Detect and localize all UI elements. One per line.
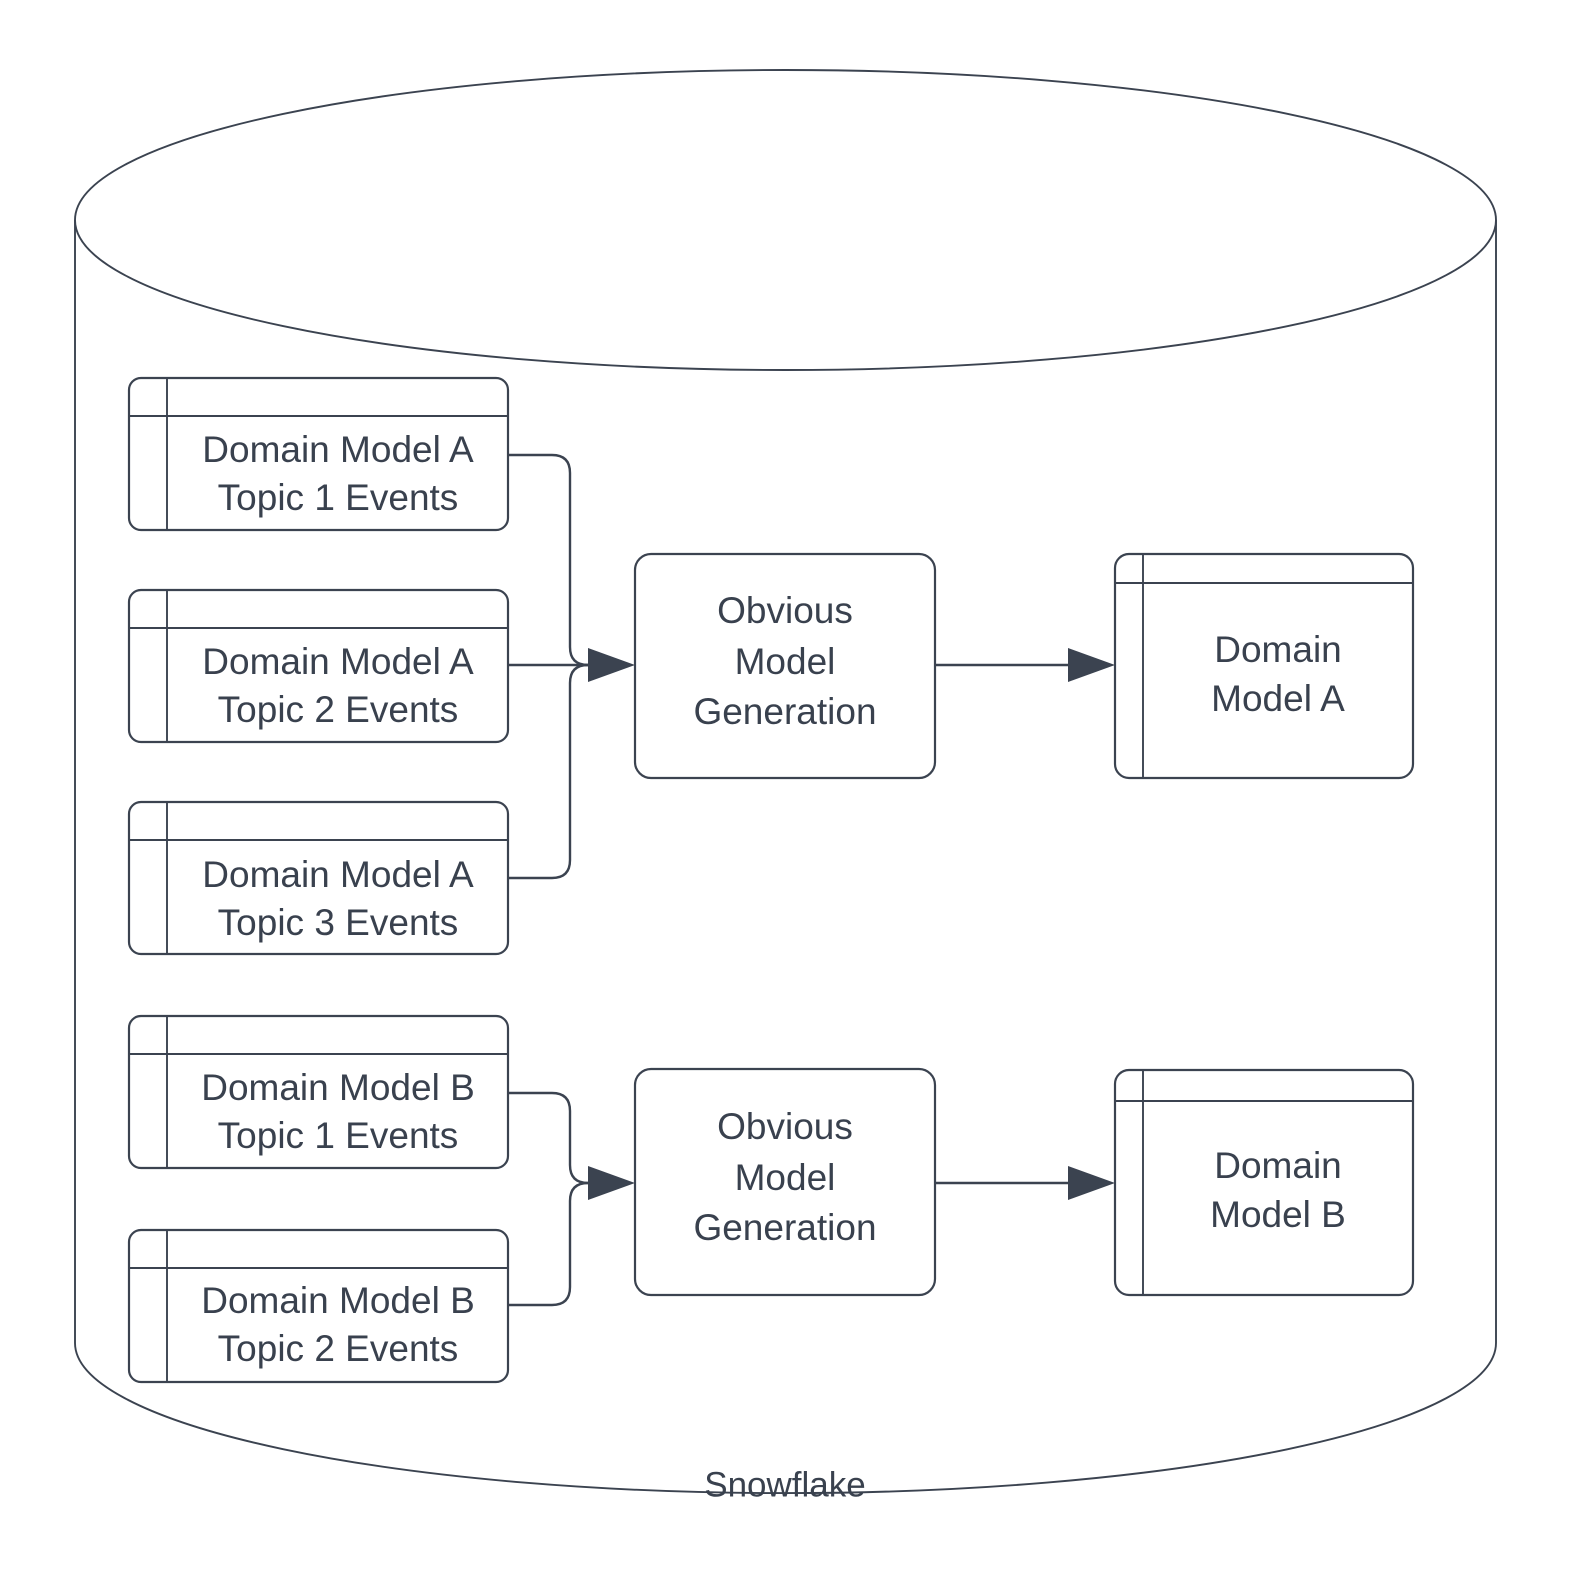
table-outline <box>1113 552 1415 780</box>
process-outline <box>633 552 937 780</box>
cylinder-top-ellipse <box>74 69 1497 371</box>
table-node-a-topic-2[interactable]: Domain Model A Topic 2 Events <box>127 588 510 744</box>
edge-b-topic-1-to-omg-b <box>508 1091 625 1185</box>
cylinder-label: Snowflake <box>704 1465 865 1504</box>
process-label-line2: Model <box>735 641 836 682</box>
process-outline <box>633 1067 937 1297</box>
table-label-line1: Domain Model B <box>201 1067 475 1108</box>
process-label-line1: Obvious <box>717 1106 853 1147</box>
output-label-line1: Domain <box>1214 1145 1342 1186</box>
arrowhead-into-model-b <box>1068 1166 1115 1200</box>
process-label-line3: Generation <box>693 1207 876 1248</box>
table-outline <box>1113 1068 1415 1297</box>
table-label-line2: Topic 3 Events <box>218 902 459 943</box>
output-label-line2: Model A <box>1211 678 1345 719</box>
connector-group-b <box>508 1091 635 1307</box>
arrowhead-into-omg-b <box>588 1166 635 1200</box>
table-label-line1: Domain Model A <box>202 641 474 682</box>
arrowhead-into-model-a <box>1068 648 1115 682</box>
process-node-omg-a[interactable]: Obvious Model Generation <box>633 552 937 780</box>
snowflake-cylinder: Snowflake <box>74 69 1497 1504</box>
edge-a-topic-1-to-omg-a <box>508 453 625 667</box>
table-label-line2: Topic 1 Events <box>218 1115 459 1156</box>
connector-group-a <box>508 453 635 880</box>
table-label-line2: Topic 2 Events <box>218 1328 459 1369</box>
table-label-line2: Topic 1 Events <box>218 477 459 518</box>
table-label-line2: Topic 2 Events <box>218 689 459 730</box>
table-node-b-topic-1[interactable]: Domain Model B Topic 1 Events <box>127 1014 510 1170</box>
table-node-b-topic-2[interactable]: Domain Model B Topic 2 Events <box>127 1228 510 1384</box>
process-node-omg-b[interactable]: Obvious Model Generation <box>633 1067 937 1297</box>
process-label-line3: Generation <box>693 691 876 732</box>
output-node-model-a[interactable]: Domain Model A <box>1113 552 1415 780</box>
arrowhead-into-omg-a <box>588 648 635 682</box>
edge-a-topic-3-to-omg-a <box>508 663 625 880</box>
output-label-line2: Model B <box>1210 1194 1346 1235</box>
cylinder-body <box>74 220 1497 1495</box>
edge-b-topic-2-to-omg-b <box>508 1181 625 1307</box>
table-label-line1: Domain Model A <box>202 429 474 470</box>
table-node-a-topic-3[interactable]: Domain Model A Topic 3 Events <box>127 800 510 956</box>
output-label-line1: Domain <box>1214 629 1342 670</box>
table-label-line1: Domain Model B <box>201 1280 475 1321</box>
process-label-line1: Obvious <box>717 590 853 631</box>
table-label-line1: Domain Model A <box>202 854 474 895</box>
table-node-a-topic-1[interactable]: Domain Model A Topic 1 Events <box>127 376 510 532</box>
process-label-line2: Model <box>735 1157 836 1198</box>
output-node-model-b[interactable]: Domain Model B <box>1113 1068 1415 1297</box>
connector-outputs <box>935 648 1115 1200</box>
